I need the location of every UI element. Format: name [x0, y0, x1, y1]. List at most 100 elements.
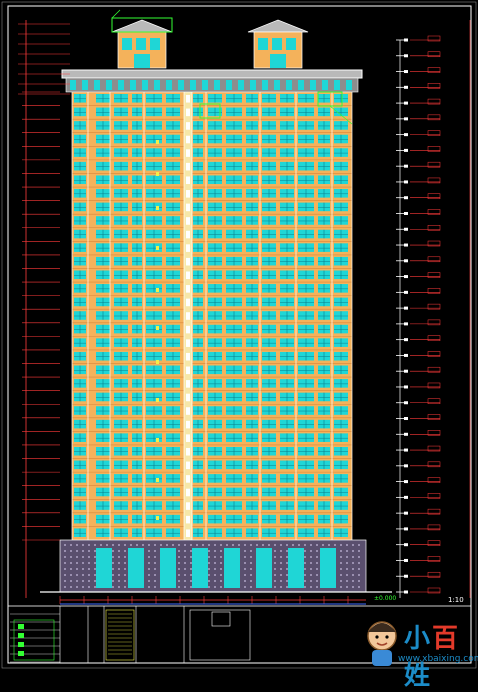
podium-texture: [76, 550, 78, 552]
level-tag: [427, 35, 441, 42]
level-tag: [427, 98, 441, 105]
roof-parapet: [65, 77, 359, 93]
level-tag: [427, 288, 441, 294]
podium-texture: [64, 568, 66, 570]
podium-texture: [358, 580, 360, 582]
podium-texture: [310, 556, 312, 558]
pavilion-left-tag: [111, 17, 173, 33]
podium-texture: [220, 574, 222, 576]
parapet-opening: [202, 80, 208, 90]
right-tick-box: [404, 448, 408, 452]
podium-texture: [202, 544, 204, 546]
podium-texture: [334, 544, 336, 546]
podium-texture: [304, 580, 306, 582]
podium-texture: [118, 550, 120, 552]
podium-texture: [352, 568, 354, 570]
core-window-4: [186, 149, 190, 157]
podium-texture: [154, 574, 156, 576]
podium-texture: [214, 586, 216, 588]
podium-texture: [250, 580, 252, 582]
podium-texture: [346, 556, 348, 558]
podium-texture: [64, 544, 66, 546]
podium-texture: [178, 568, 180, 570]
podium-texture: [148, 556, 150, 558]
podium-texture: [148, 568, 150, 570]
podium-texture: [214, 580, 216, 582]
level-tag: [427, 477, 441, 483]
podium-texture: [88, 586, 90, 588]
level-tag: [427, 382, 441, 389]
level-tag: [427, 256, 441, 263]
podium-texture: [304, 586, 306, 588]
podium-texture: [352, 580, 354, 582]
right-tick-box: [404, 464, 408, 468]
level-tag: [427, 508, 441, 515]
roof-cornice: [61, 69, 363, 79]
podium-texture: [280, 562, 282, 564]
podium-texture: [304, 550, 306, 552]
podium-texture: [310, 586, 312, 588]
podium-texture: [112, 574, 114, 576]
podium-texture: [94, 544, 96, 546]
podium-texture: [94, 550, 96, 552]
level-tag: [427, 445, 441, 452]
legend-swatch-3: [18, 651, 24, 656]
podium-texture: [70, 556, 72, 558]
podium-texture: [328, 544, 330, 546]
level-tag: [427, 67, 441, 73]
parapet-opening: [238, 80, 244, 90]
level-tag: [427, 524, 441, 531]
podium-texture: [118, 544, 120, 546]
podium-texture: [250, 544, 252, 546]
podium-texture: [112, 562, 114, 564]
level-tag: [427, 51, 441, 58]
podium-texture: [280, 556, 282, 558]
podium-texture: [340, 562, 342, 564]
core-window-9: [186, 217, 190, 225]
podium-texture: [154, 562, 156, 564]
podium-texture: [214, 574, 216, 576]
podium-texture: [352, 562, 354, 564]
podium-texture: [358, 574, 360, 576]
podium-texture: [310, 574, 312, 576]
pavilion-left-door: [134, 54, 150, 68]
podium-texture: [118, 580, 120, 582]
podium-texture: [244, 568, 246, 570]
podium-texture: [346, 568, 348, 570]
right-tick-box: [404, 243, 408, 247]
podium-texture: [70, 574, 72, 576]
podium-texture: [76, 544, 78, 546]
podium-texture: [214, 568, 216, 570]
level-tag: [427, 556, 441, 562]
right-tick-box: [404, 259, 408, 263]
podium-texture: [340, 568, 342, 570]
podium-texture: [220, 586, 222, 588]
annotation-mark-4: [156, 288, 159, 292]
core-window-13: [186, 271, 190, 280]
podium-texture: [274, 580, 276, 582]
podium-texture: [76, 586, 78, 588]
podium-texture: [208, 562, 210, 564]
right-tick-box: [404, 401, 408, 405]
podium-texture: [148, 544, 150, 546]
podium-texture: [130, 544, 132, 546]
podium-texture: [178, 556, 180, 558]
podium-texture: [124, 574, 126, 576]
right-tick-box: [404, 196, 408, 200]
podium-texture: [70, 580, 72, 582]
podium-texture: [142, 544, 144, 546]
podium-texture: [340, 550, 342, 552]
podium-texture: [148, 550, 150, 552]
podium-texture: [316, 562, 318, 564]
scale-label: 1:10: [448, 596, 464, 604]
annotation-mark-3: [156, 246, 159, 250]
podium-texture: [286, 550, 288, 552]
podium-texture: [208, 556, 210, 558]
podium-texture: [118, 562, 120, 564]
level-tag: [427, 540, 441, 546]
podium-texture: [268, 544, 270, 546]
podium-texture: [358, 544, 360, 546]
level-tag: [427, 351, 441, 357]
podium-texture: [76, 574, 78, 576]
